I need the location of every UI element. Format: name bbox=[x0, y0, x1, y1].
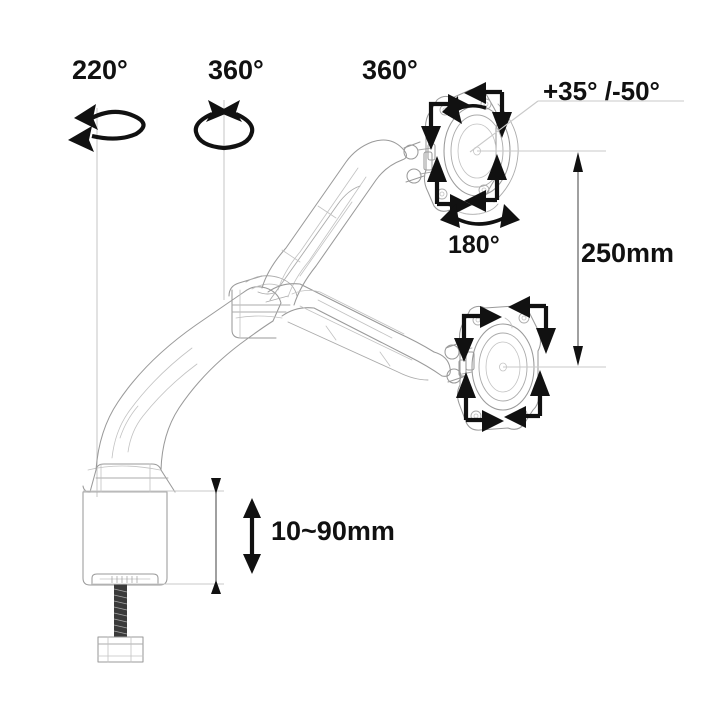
label-post-rotation-360: 360° bbox=[208, 55, 264, 85]
gas-spring-arm-lowered bbox=[267, 283, 475, 384]
rotation-arrow-220 bbox=[68, 104, 146, 152]
lower-arm-segment bbox=[95, 286, 291, 471]
guide-lines bbox=[96, 100, 225, 497]
tilt-leader-line bbox=[469, 100, 684, 153]
label-height-range-250mm: 250mm bbox=[581, 238, 675, 268]
swivel-arc-180 bbox=[440, 204, 520, 228]
elbow-joint bbox=[228, 275, 298, 319]
dimension-250mm bbox=[477, 150, 606, 368]
lower-head-swivel-arrows bbox=[454, 296, 556, 432]
label-swivel-180: 180° bbox=[448, 231, 500, 259]
rotation-arrow-360-post bbox=[193, 100, 255, 151]
dimension-10-90mm bbox=[83, 478, 261, 594]
label-base-rotation-220: 220° bbox=[72, 55, 128, 85]
lower-monitor-vesa-plate bbox=[456, 305, 542, 431]
label-tilt-range: +35° /-50° bbox=[543, 76, 660, 106]
desk-clamp-base bbox=[82, 463, 176, 663]
label-clamp-thickness-10-90mm: 10~90mm bbox=[271, 516, 395, 546]
label-arm-rotation-360: 360° bbox=[362, 55, 418, 85]
gas-spring-arm-raised bbox=[257, 139, 433, 306]
